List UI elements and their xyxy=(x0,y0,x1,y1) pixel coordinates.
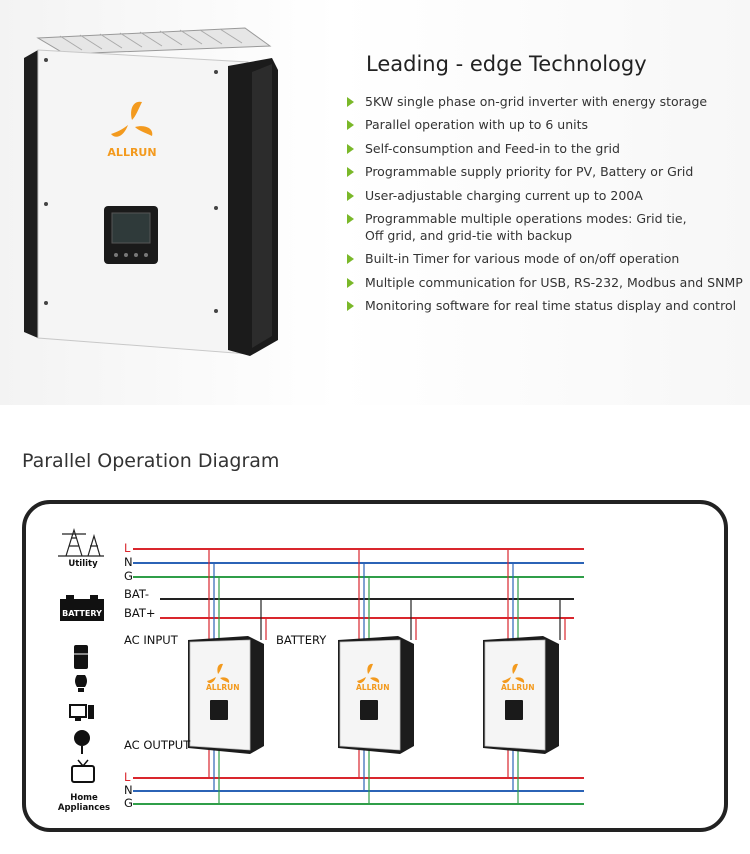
feature-text: Parallel operation with up to 6 units xyxy=(365,117,589,133)
inverter-unit-1 xyxy=(188,636,264,754)
line-n-bottom-label: N xyxy=(124,783,133,797)
battery-icon-label: BATTERY xyxy=(62,609,102,618)
hero-title: Leading - edge Technology xyxy=(366,52,647,76)
bullet-arrow-icon xyxy=(347,254,354,265)
feature-list: 5KW single phase on-grid inverter with e… xyxy=(346,93,750,321)
feature-text: 5KW single phase on-grid inverter with e… xyxy=(365,94,708,109)
battery-icon xyxy=(60,595,104,621)
unit-3-brand: ALLRUN xyxy=(501,683,535,692)
inverter-product-image: ALLRUN xyxy=(24,27,278,356)
line-g-top-label: G xyxy=(124,569,133,583)
feature-text: Programmable multiple operations modes: … xyxy=(365,210,687,243)
line-g-bottom-label: G xyxy=(124,796,133,810)
unit-3-wiring xyxy=(507,549,566,804)
utility-tower-icon xyxy=(58,527,104,557)
battery-connection-label: BATTERY xyxy=(276,633,327,647)
bullet-arrow-icon xyxy=(347,143,354,154)
computer-icon xyxy=(69,704,94,721)
bullet-arrow-icon xyxy=(347,97,354,107)
feature-item: Parallel operation with up to 6 units xyxy=(346,116,750,133)
feature-text: Programmable supply priority for PV, Bat… xyxy=(365,164,694,180)
tv-icon xyxy=(71,759,95,783)
line-l-top-label: L xyxy=(124,541,131,555)
feature-text: Monitoring software for real time status… xyxy=(365,298,737,314)
feature-text: Self-consumption and Feed-in to the grid xyxy=(365,140,620,156)
bullet-arrow-icon xyxy=(347,301,354,312)
bat-minus-label: BAT- xyxy=(124,587,149,601)
unit-1-brand: ALLRUN xyxy=(206,683,240,692)
feature-item: Programmable multiple operations modes: … xyxy=(346,210,705,244)
feature-item: Self-consumption and Feed-in to the grid xyxy=(346,140,750,157)
bullet-arrow-icon xyxy=(347,120,354,131)
diagram-section-title: Parallel Operation Diagram xyxy=(22,450,280,472)
feature-item: Multiple communication for USB, RS-232, … xyxy=(346,274,750,291)
feature-item: Built-in Timer for various mode of on/of… xyxy=(346,250,750,267)
feature-item: 5KW single phase on-grid inverter with e… xyxy=(346,93,750,110)
home-appliances-label: Home Appliances xyxy=(57,793,111,813)
utility-label: Utility xyxy=(68,559,98,569)
fan-icon xyxy=(74,730,90,754)
unit-2-brand: ALLRUN xyxy=(356,683,390,692)
inverter-unit-2 xyxy=(338,636,414,754)
line-l-bottom-label: L xyxy=(124,770,131,784)
bullet-arrow-icon xyxy=(347,190,354,201)
fridge-icon xyxy=(74,645,88,669)
line-n-top-label: N xyxy=(124,555,133,569)
unit-2-wiring xyxy=(358,549,417,804)
ac-input-label: AC INPUT xyxy=(124,633,178,647)
feature-item: Monitoring software for real time status… xyxy=(346,297,750,314)
unit-1-wiring xyxy=(208,549,267,804)
bullet-arrow-icon xyxy=(347,167,354,178)
feature-item: User-adjustable charging current up to 2… xyxy=(346,187,750,204)
feature-text: User-adjustable charging current up to 2… xyxy=(365,187,643,203)
bullet-arrow-icon xyxy=(347,277,354,288)
feature-item: Programmable supply priority for PV, Bat… xyxy=(346,163,750,180)
bat-plus-label: BAT+ xyxy=(124,606,156,620)
inverter-unit-3 xyxy=(483,636,559,754)
bullet-arrow-icon xyxy=(347,213,354,224)
lightbulb-icon xyxy=(75,675,87,692)
ac-output-label: AC OUTPUT xyxy=(124,738,191,752)
feature-text: Multiple communication for USB, RS-232, … xyxy=(365,274,743,290)
feature-text: Built-in Timer for various mode of on/of… xyxy=(365,251,680,267)
product-brand-text: ALLRUN xyxy=(107,146,156,159)
